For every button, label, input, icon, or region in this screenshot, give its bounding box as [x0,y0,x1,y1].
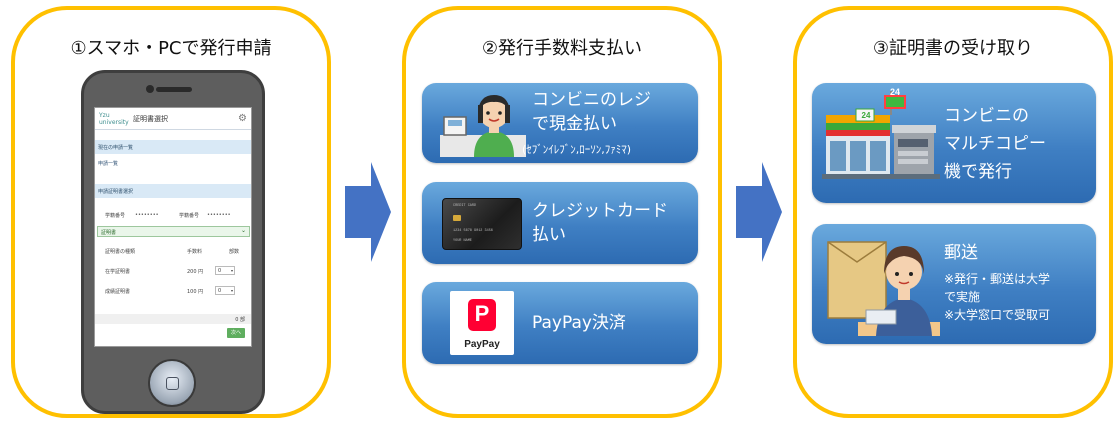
paypay-payment-card: P PayPay PayPay決済 [422,282,698,364]
chevron-down-icon: ▾ [230,288,233,293]
paypay-mark: P [474,301,490,326]
mail-note1: ※発行・郵送は大学 [944,272,1051,286]
mail-delivery-card: 郵送 ※発行・郵送は大学 で実施 ※大学窓口で受取可 [812,224,1096,344]
chevron-down-icon: ▾ [230,268,233,273]
cash-payment-card: コンビニのレジ で現金払い (ｾﾌﾞﾝｲﾚﾌﾞﾝ,ﾛｰｿﾝ,ﾌｧﾐﾏ) [422,83,698,163]
cash-line2: で現金払い [532,114,617,134]
screen-header: Yzu university 証明書選択 ⚙ [95,108,251,130]
paypay-icon: P [468,299,496,331]
chevron-down-icon: ⌄ [240,227,246,234]
screen-row2-name: 成績証明書 [105,289,131,295]
mail-staff-icon [827,241,940,336]
copy-line2: マルチコピー [944,134,1046,154]
credit-card-icon: CREDIT CARD 1234 5678 9012 3456 YOUR NAM… [442,198,522,250]
screen-student-label-2: 学籍番号 [179,213,200,219]
cashier-icon [440,95,526,157]
paypay-label: PayPay決済 [532,313,626,333]
screen-th-type: 証明書の種類 [105,249,136,255]
screen-dropdown: 証明書 ⌄ [97,226,250,237]
screen-student-mask: •••••••• [135,212,159,218]
credit-line2: 払い [532,225,566,245]
phone-screen: Yzu university 証明書選択 ⚙ 現在の申請一覧 申請一覧 申請証明… [94,107,252,347]
mail-title: 郵送 [944,243,978,263]
card-chip-icon [453,215,461,221]
mail-note2: で実施 [944,290,981,304]
screen-row2-fee: 100 円 [187,289,204,295]
screen-logo: Yzu university [99,111,129,126]
screen-row2-qty: 0 [218,288,222,294]
screen-row1-name: 在学証明書 [105,269,131,275]
gear-icon: ⚙ [238,113,247,124]
credit-card-name: YOUR NAME [453,239,472,243]
screen-dropdown-value: 証明書 [101,230,117,236]
credit-card-brand: CREDIT CARD [453,204,477,208]
arrow-right-icon [736,162,782,262]
screen-student-mask-2: •••••••• [207,212,231,218]
screen-next-button: 次へ [227,328,245,338]
screen-student-label: 学籍番号 [105,213,126,219]
cash-note: (ｾﾌﾞﾝｲﾚﾌﾞﾝ,ﾛｰｿﾝ,ﾌｧﾐﾏ) [522,143,632,156]
step1-panel: ①スマホ・PCで発行申請 Yzu university 証明書選択 ⚙ 現在の申… [11,6,331,418]
credit-payment-card: CREDIT CARD 1234 5678 9012 3456 YOUR NAM… [422,182,698,264]
screen-section-select: 申請証明書選択 [95,184,251,198]
paypay-logo: P PayPay [450,291,514,355]
arrow-right-icon [345,162,391,262]
smartphone-illustration: Yzu university 証明書選択 ⚙ 現在の申請一覧 申請一覧 申請証明… [81,70,265,414]
screen-th-qty: 部数 [229,249,240,255]
cash-line1: コンビニのレジ [532,90,651,110]
store-sign-top: 24 [889,87,900,97]
credit-line1: クレジットカード [532,201,668,221]
screen-total-bar: 0 部 [95,314,251,324]
mail-note3: ※大学窓口で受取可 [944,308,1051,322]
screen-row1-qty: 0 [218,268,222,274]
store-sign-front: 24 [861,111,871,120]
screen-section-current: 現在の申請一覧 [95,140,251,154]
credit-card-number: 1234 5678 9012 3456 [453,229,493,233]
screen-th-fee: 手数料 [187,249,203,255]
home-key-icon [166,377,179,390]
screen-title: 証明書選択 [133,114,168,123]
convenience-copy-card: 24 24 コンビニの マルチコピー 機で発行 [812,83,1096,203]
step3-title: ③証明書の受け取り [872,38,1034,59]
phone-camera [146,85,154,93]
copy-line1: コンビニの [944,106,1029,126]
phone-home-button [148,359,196,407]
screen-row1-fee: 200 円 [187,269,204,275]
copy-line3: 機で発行 [944,162,1012,182]
convenience-store-icon [822,91,940,179]
screen-row1-select: 0 ▾ [215,266,235,275]
screen-link-list: 申請一覧 [98,161,119,167]
step1-title: ①スマホ・PCで発行申請 [70,38,272,59]
paypay-logo-text: PayPay [464,339,500,350]
step2-title: ②発行手数料支払い [481,38,643,59]
screen-total: 0 部 [235,317,245,323]
screen-row2-select: 0 ▾ [215,286,235,295]
phone-speaker [156,87,192,92]
step3-panel: ③証明書の受け取り [793,6,1113,418]
